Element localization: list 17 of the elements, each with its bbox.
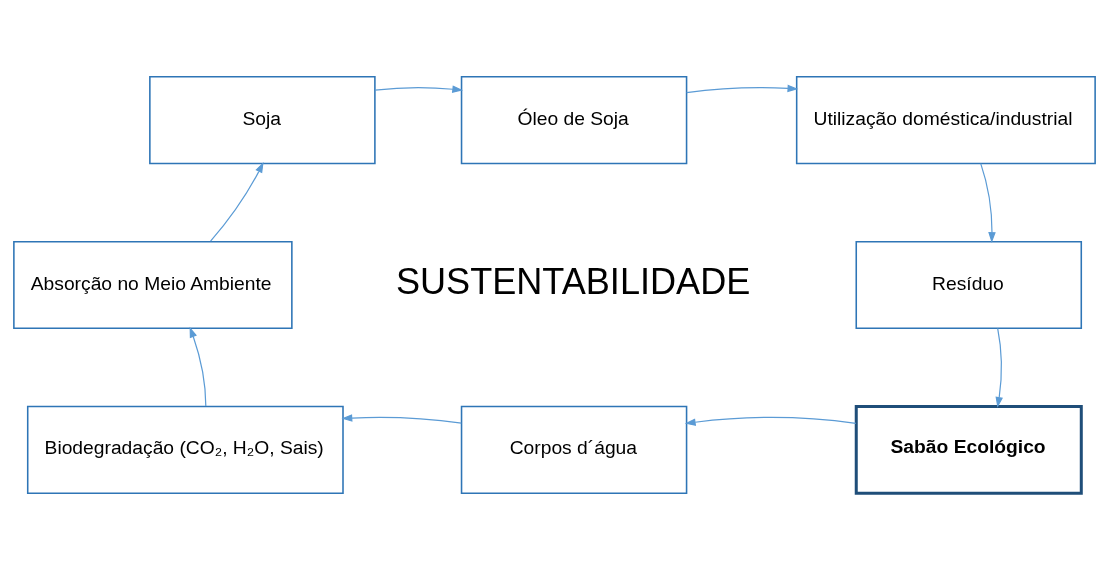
node-box: Resíduo [855, 240, 1083, 329]
arrow [980, 162, 996, 243]
arrow [374, 84, 464, 93]
node-box: Biodegradação (CO₂, H₂O, Sais) [26, 405, 344, 494]
arrow [686, 84, 799, 93]
arrow [684, 416, 857, 426]
label: SUSTENTABILIDADE [395, 260, 751, 302]
node-box: Sabão Ecológico [854, 404, 1083, 495]
arrow [189, 326, 207, 407]
node-box: Absorção no Meio Ambiente [13, 240, 293, 329]
node-box: Corpos d´água [460, 405, 688, 494]
node-box: Soja [149, 75, 376, 164]
node-box: Óleo de Soja [460, 75, 688, 164]
arrow [995, 327, 1003, 408]
node-box: Utilização doméstica/industrial [795, 75, 1096, 164]
arrow [209, 161, 264, 242]
arrow [341, 413, 462, 424]
